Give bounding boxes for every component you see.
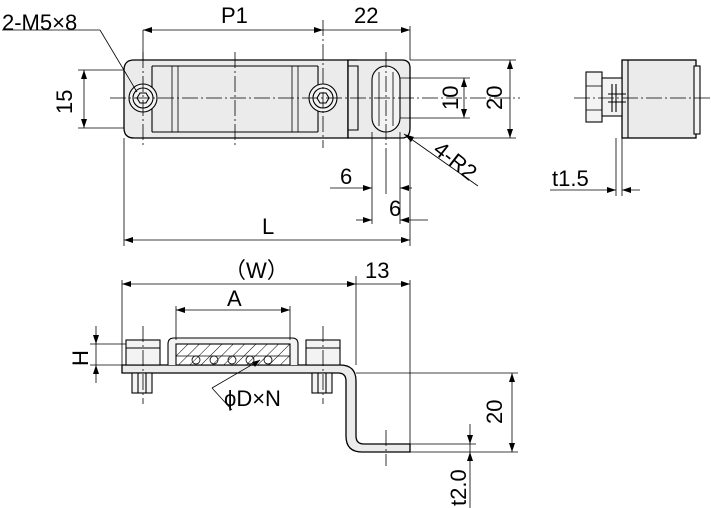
thickness-side-label: t1.5	[552, 166, 589, 191]
height-15-label: 15	[52, 90, 77, 114]
a-label: A	[227, 286, 242, 311]
radius-label: 4-R2	[429, 136, 482, 185]
thirteen-label: 13	[365, 258, 389, 283]
slot-10-label: 10	[438, 86, 463, 110]
diameter-label: ϕD×N	[224, 386, 281, 411]
h-label: H	[68, 350, 93, 366]
thickness-bottom-label: t2.0	[446, 469, 471, 506]
end-width-label: 22	[354, 3, 378, 28]
length-label: L	[262, 214, 274, 239]
width-20-bottom-label: 20	[482, 400, 507, 424]
top-view	[110, 20, 520, 148]
width-20-top-label: 20	[482, 86, 507, 110]
side-view	[550, 59, 711, 196]
w-label: （W）	[224, 258, 289, 283]
front-view	[121, 326, 411, 466]
front-dimensions	[90, 276, 518, 508]
front-screw-left	[125, 339, 161, 394]
six-a-label: 6	[340, 164, 352, 189]
pitch-label: P1	[221, 3, 248, 28]
six-b-label: 6	[389, 196, 401, 221]
top-dimensions	[2, 26, 516, 246]
screw-label: 2-M5×8	[2, 10, 77, 35]
